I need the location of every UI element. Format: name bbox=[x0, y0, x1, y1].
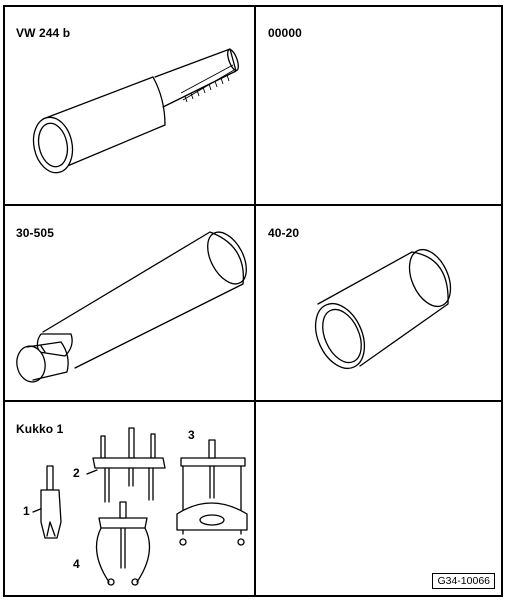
divider-vertical bbox=[254, 7, 256, 595]
tool-label: VW 244 b bbox=[16, 26, 71, 40]
tool-label: 30-505 bbox=[16, 226, 54, 240]
divider-row-1 bbox=[5, 204, 501, 206]
tool-drawing-30-505 bbox=[16, 231, 247, 383]
callout-3: 3 bbox=[188, 428, 195, 442]
cell-vw-244-b: VW 244 b bbox=[5, 7, 254, 204]
cell-40-20: 40-20 bbox=[256, 206, 501, 400]
cell-00000: 00000 bbox=[256, 7, 501, 204]
tool-drawing-vw-244-b bbox=[32, 48, 239, 174]
callout-1: 1 bbox=[23, 504, 30, 518]
tool-label: 00000 bbox=[268, 26, 302, 40]
callout-2: 2 bbox=[73, 466, 80, 480]
figure-id: G34-10066 bbox=[432, 573, 495, 589]
tool-label: Kukko 1 bbox=[16, 422, 64, 436]
puller-set-drawing bbox=[32, 427, 248, 586]
tool-label: 40-20 bbox=[268, 226, 300, 240]
cell-kukko-1: Kukko 1 1 2 3 4 bbox=[5, 402, 254, 595]
divider-row-2 bbox=[5, 400, 501, 402]
tool-drawing-40-20 bbox=[314, 248, 452, 369]
cell-30-505: 30-505 bbox=[5, 206, 254, 400]
tool-sheet: VW 244 b 00000 30-505 40-20 bbox=[3, 5, 503, 597]
cell-empty: G34-10066 bbox=[256, 402, 501, 595]
callout-4: 4 bbox=[73, 557, 80, 571]
